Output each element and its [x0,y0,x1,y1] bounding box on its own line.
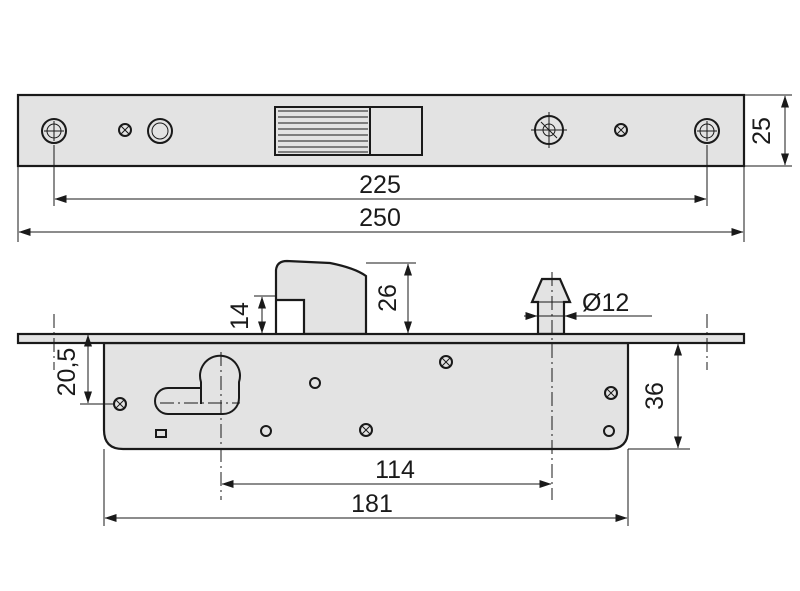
dimension-25-label: 25 [748,117,776,145]
latch-bolt [274,259,368,336]
lock-case-outline [102,341,630,451]
cylinder-cutout [154,354,241,415]
case-screw-2 [439,355,453,369]
case-hole-1 [309,377,321,389]
round-hole-top [147,118,173,144]
screw-head-top-2 [614,123,628,137]
dimension-14-label: 14 [226,302,254,330]
dimension-250: 250 [17,166,745,242]
bolt-hole-top [531,112,567,148]
dimension-225-label: 225 [359,171,401,199]
dead-bolt [530,277,572,336]
dimension-26: 26 [366,262,416,334]
dimension-114: 114 [221,456,552,488]
case-screw-3 [359,423,373,437]
dimension-25: 25 [744,94,792,167]
dimension-250-label: 250 [359,204,401,232]
mounting-hole-right [694,118,720,144]
dimension-14: 14 [226,295,276,334]
case-slot [155,429,167,438]
mounting-hole-left [41,118,67,144]
dimension-114-label: 114 [375,456,415,484]
lock-case-side-view [16,259,746,500]
faceplate-top-view [16,93,746,168]
screw-head-top-1 [118,123,132,137]
case-hole-3 [603,425,615,437]
dimension-36-label: 36 [641,382,669,410]
case-hole-2 [260,425,272,437]
dimension-225: 225 [53,145,708,206]
case-screw-4 [604,386,618,400]
dimension-26-label: 26 [374,284,402,312]
dimension-20-5-label: 20,5 [53,348,81,397]
dimension-20-5: 20,5 [53,333,114,405]
latch-opening-top [274,106,423,156]
dimension-181: 181 [103,449,629,526]
dimension-181-label: 181 [351,490,393,518]
faceplate-side [16,332,746,345]
dimension-diameter-12: Ø12 [524,289,652,320]
dimension-36: 36 [628,342,690,450]
dimension-diameter-12-label: Ø12 [582,289,629,317]
